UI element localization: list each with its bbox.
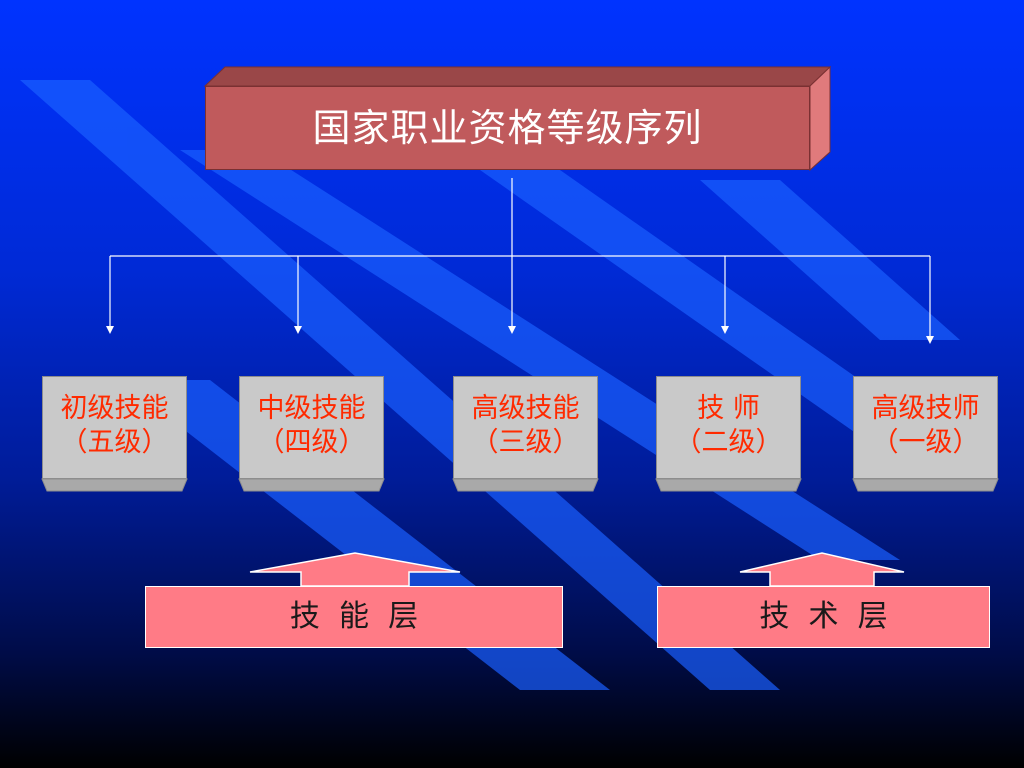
level-grade: （四级） xyxy=(257,427,366,458)
level-box-bottom-faces xyxy=(41,478,999,492)
skill-layer-box: 技 能 层 xyxy=(145,586,563,648)
connector-arrowheads xyxy=(106,326,934,344)
level-name: 初级技能 xyxy=(60,393,169,424)
level-grade: （一级） xyxy=(871,427,980,458)
title-box-side-face xyxy=(809,65,831,172)
level-grade: （五级） xyxy=(60,427,169,458)
level-name: 高级技能 xyxy=(471,393,580,424)
tech-layer-box: 技 术 层 xyxy=(657,586,990,648)
level-grade: （三级） xyxy=(471,427,580,458)
title-box-top-face xyxy=(203,66,832,87)
connector-lines xyxy=(109,178,931,338)
level-name: 中级技能 xyxy=(257,393,366,424)
title-box: 国家职业资格等级序列 xyxy=(205,86,810,170)
tech-layer-up-arrow xyxy=(739,552,905,587)
skill-layer-up-arrow xyxy=(249,552,461,587)
level-box-advanced: 高级技能 （三级） xyxy=(453,376,598,479)
level-name: 高级技师 xyxy=(871,393,980,424)
level-name: 技 师 xyxy=(697,393,760,424)
level-box-senior-technician: 高级技师 （一级） xyxy=(853,376,998,479)
level-box-intermediate: 中级技能 （四级） xyxy=(239,376,384,479)
level-grade: （二级） xyxy=(674,427,783,458)
level-box-primary: 初级技能 （五级） xyxy=(42,376,187,479)
level-box-technician: 技 师 （二级） xyxy=(656,376,801,479)
